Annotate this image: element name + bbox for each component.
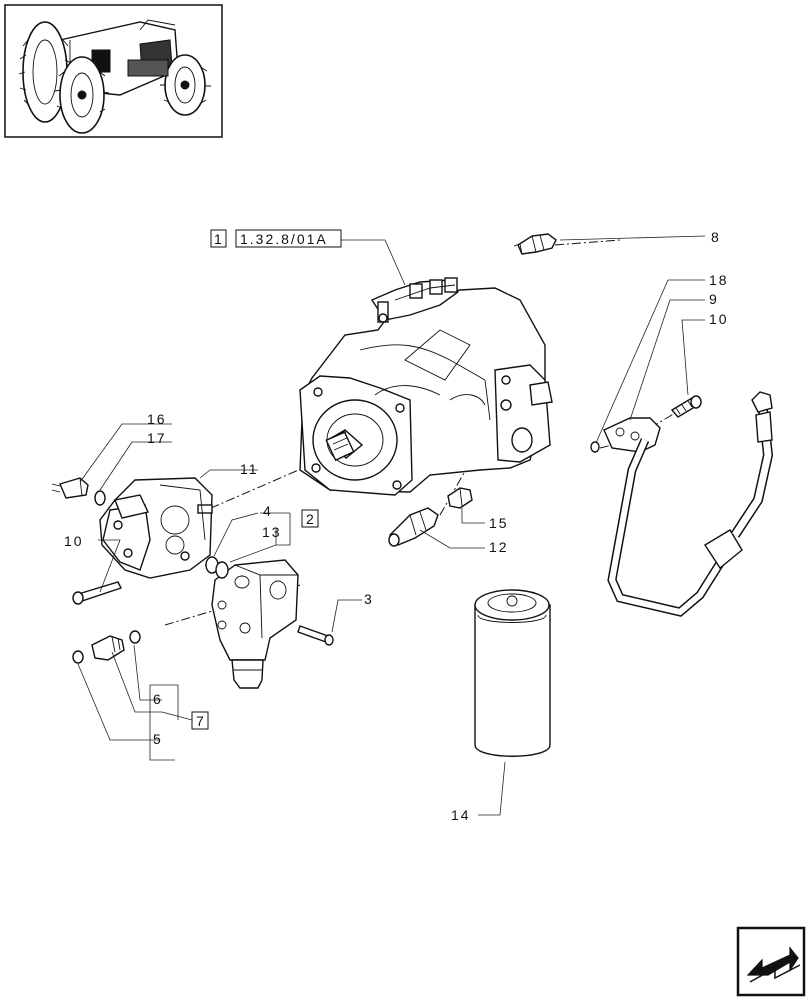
label-p10-right: 10 [709, 311, 729, 327]
hydraulic-pump[interactable] [299, 277, 553, 496]
o-ring-p6[interactable] [129, 630, 141, 644]
label-p9: 9 [709, 291, 719, 307]
gear-pump[interactable] [99, 477, 213, 579]
label-p12: 12 [489, 539, 509, 555]
label-p8: 8 [711, 229, 721, 245]
bolt-p10-right[interactable] [670, 395, 702, 418]
o-ring-p5[interactable] [72, 650, 84, 664]
return-arrow-icon [746, 946, 801, 983]
washer-p17[interactable] [94, 490, 106, 506]
bolt-p3[interactable] [297, 625, 334, 646]
reference-text: 1.32.8/01A [240, 231, 328, 247]
label-p3: 3 [364, 591, 374, 607]
label-p18: 18 [709, 272, 729, 288]
o-ring-p13[interactable] [215, 561, 229, 579]
label-p16: 16 [147, 411, 167, 427]
label-p11: 11 [240, 461, 259, 477]
sensor-p16[interactable] [51, 477, 89, 499]
plug-p7[interactable] [91, 635, 125, 661]
fitting-p8[interactable] [513, 233, 557, 255]
tractor-thumbnail[interactable] [4, 4, 223, 138]
part-labels: 8 18 9 10 16 17 11 4 13 10 3 6 5 15 12 1… [64, 229, 729, 823]
label-box-p7[interactable]: 7 [191, 711, 209, 730]
label-box-p1[interactable]: 1 [210, 229, 227, 248]
pipe-p9[interactable] [603, 391, 774, 617]
reference-box[interactable]: 1.32.8/01A [235, 229, 342, 248]
label-p5: 5 [153, 731, 163, 747]
return-button[interactable] [736, 926, 806, 997]
label-p4: 4 [263, 503, 273, 519]
label-p14: 14 [451, 807, 471, 823]
filter-p14[interactable] [474, 589, 551, 757]
o-ring-p18[interactable] [590, 441, 600, 453]
label-p6: 6 [153, 691, 163, 707]
fitting-p12[interactable] [388, 507, 439, 547]
label-p17: 17 [147, 430, 167, 446]
label-p10-left: 10 [64, 533, 84, 549]
label-p1: 1 [214, 231, 224, 247]
label-p7: 7 [196, 713, 206, 729]
priority-valve[interactable] [211, 559, 299, 689]
label-p2: 2 [306, 511, 316, 527]
fitting-p15[interactable] [447, 487, 473, 509]
label-p13: 13 [262, 524, 282, 540]
bolt-p10-left[interactable] [72, 581, 122, 605]
leader-lines [77, 235, 706, 816]
tractor-icon [18, 19, 211, 134]
label-p15: 15 [489, 515, 509, 531]
label-box-p2[interactable]: 2 [301, 509, 319, 528]
